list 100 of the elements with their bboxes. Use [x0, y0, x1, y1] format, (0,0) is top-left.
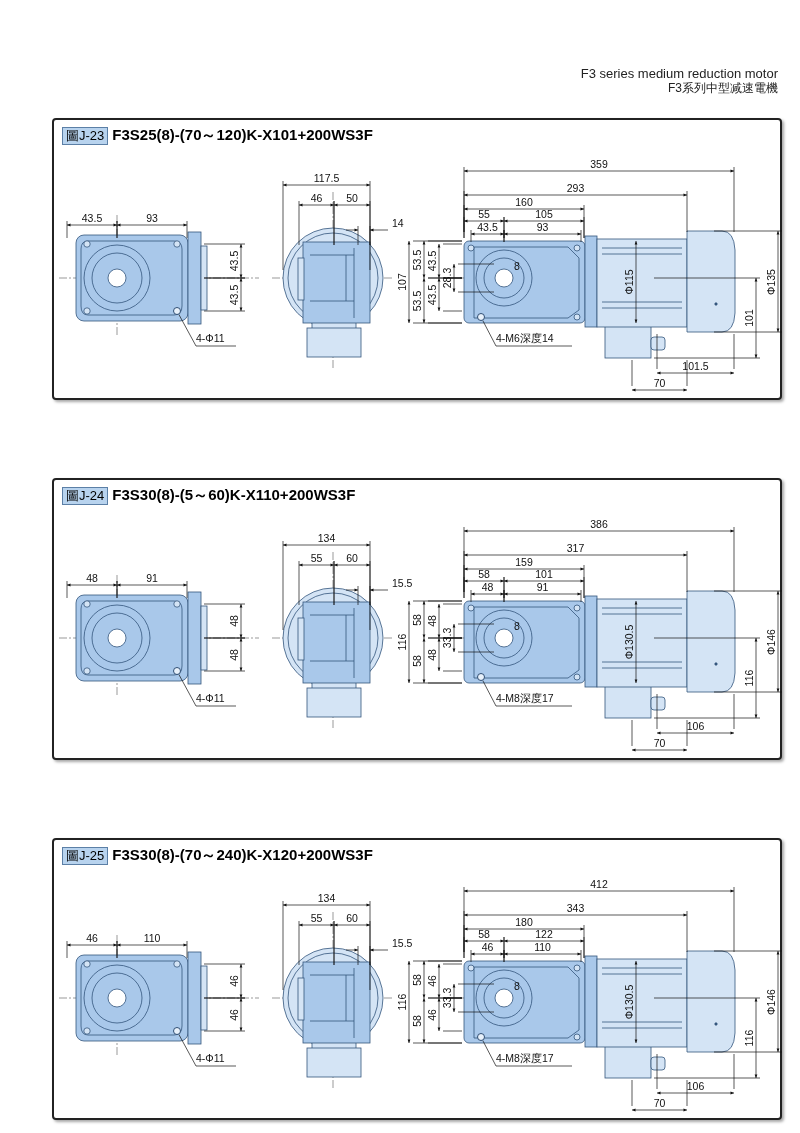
dimension-label: 48 — [228, 615, 240, 627]
dimension-label: 15.5 — [392, 937, 413, 949]
dimension-label: 293 — [566, 182, 585, 194]
dimension-label: 58 — [411, 1014, 423, 1027]
dimension-label: 58 — [478, 568, 490, 580]
dimension-label: 101 — [535, 568, 553, 580]
dimension-label: 117.5 — [313, 172, 340, 184]
dimension-label: 28.3 — [441, 267, 453, 289]
dimension-label: 116 — [743, 1029, 755, 1047]
dimension-label: 159 — [515, 556, 533, 568]
dimension-label: 43.5 — [426, 250, 438, 272]
dimension-label: 412 — [590, 878, 608, 890]
dimension-label: 58 — [411, 654, 423, 667]
dimension-label: 110 — [143, 932, 161, 944]
dimension-label: 46 — [481, 941, 494, 953]
dimension-label: 101 — [743, 309, 755, 327]
callout-label: 4-Φ11 — [196, 1052, 225, 1065]
dimension-label: 48 — [426, 615, 438, 627]
dimension-label: 15.5 — [392, 577, 413, 589]
dimension-label: 60 — [346, 552, 358, 564]
dimension-label: 160 — [515, 196, 533, 208]
figure-number: 圖J-25 — [62, 846, 109, 865]
dimension-label: 134 — [317, 892, 336, 904]
callout-label: 4-Φ11 — [196, 692, 225, 705]
dimension-label: 134 — [317, 532, 336, 544]
dimension-label: 46 — [426, 975, 438, 987]
model-title: F3S25(8)-(70～120)K-X101+200WS3F — [112, 126, 373, 145]
dimension-label: 8 — [514, 620, 520, 632]
dimension-label: 43.5 — [228, 284, 240, 305]
dimension-label: 50 — [346, 192, 358, 204]
dimension-label: 70 — [653, 377, 666, 389]
callout-label: 4-M6深度14 — [496, 332, 554, 345]
header-text: F3系列中型减速電機 — [667, 81, 778, 96]
mounting-hole — [477, 313, 485, 321]
header-text: F3 series medium reduction motor — [580, 66, 778, 81]
dimension-label: 122 — [535, 928, 553, 940]
mounting-hole — [173, 667, 181, 675]
model-title: F3S30(8)-(5～60)K-X110+200WS3F — [112, 486, 356, 505]
dimension-label: Φ146 — [765, 988, 777, 1015]
dimension-label: 106 — [686, 720, 705, 732]
dimension-label: 55 — [478, 208, 490, 220]
dimension-label: 107 — [396, 273, 408, 291]
dimension-label: 93 — [536, 221, 549, 233]
mounting-hole — [477, 1033, 485, 1041]
dimension-label: 105 — [535, 208, 553, 220]
leader-line — [482, 1040, 573, 1067]
drawing-panel — [52, 478, 782, 760]
mounting-hole — [173, 1027, 181, 1035]
mounting-hole — [477, 673, 485, 681]
dimension-label: Φ115 — [623, 269, 635, 295]
dimension-label: 14 — [392, 217, 404, 229]
callout-label: 4-Φ11 — [196, 332, 225, 345]
figure-number: 圖J-23 — [62, 126, 109, 145]
dimension-label: 46 — [228, 1008, 240, 1021]
drawing-panel — [52, 118, 782, 400]
dimension-label: Φ135 — [765, 268, 777, 295]
dimension-label: 116 — [743, 669, 755, 687]
dimension-label: 43.5 — [477, 221, 498, 233]
dimension-label: 180 — [515, 916, 533, 928]
dimension-label: 46 — [228, 975, 240, 987]
drawing-panel — [52, 838, 782, 1120]
dimension-label: 110 — [534, 941, 551, 953]
dimension-label: 46 — [86, 932, 98, 944]
dimension-label: 116 — [396, 993, 408, 1011]
dimension-label: 55 — [310, 912, 323, 924]
dimension-label: 48 — [86, 572, 98, 584]
dimension-label: 43.5 — [81, 212, 103, 224]
dimension-label: 93 — [146, 212, 158, 224]
dimension-label: 91 — [146, 572, 158, 584]
dimension-label: Φ130.5 — [623, 984, 635, 1020]
dimension-label: 43.5 — [228, 250, 240, 272]
dimension-label: 46 — [310, 192, 323, 204]
dimension-label: 8 — [514, 980, 520, 992]
callout-label: 4-M8深度17 — [496, 1052, 554, 1065]
dimension-label: 91 — [536, 581, 549, 593]
dimension-label: 386 — [590, 518, 608, 530]
mounting-hole — [173, 307, 181, 315]
dimension-label: 106 — [686, 1080, 705, 1092]
dimension-label: 343 — [566, 902, 585, 914]
dimension-label: 58 — [478, 928, 490, 940]
dimension-label: 46 — [426, 1008, 438, 1021]
dimension-label: 359 — [590, 158, 608, 170]
dimension-label: 70 — [653, 1097, 666, 1109]
dimension-label: 58 — [411, 613, 423, 626]
leader-line — [482, 680, 573, 707]
dimension-label: 53.5 — [411, 249, 423, 270]
dimension-label: 48 — [481, 581, 494, 593]
dimension-label: 60 — [346, 912, 358, 924]
dimension-label: 58 — [411, 973, 423, 986]
dimension-label: 116 — [396, 633, 408, 651]
dimension-label: Φ130.5 — [623, 624, 635, 660]
dimension-label: 8 — [514, 260, 520, 272]
dimension-label: 55 — [310, 552, 323, 564]
figure-number: 圖J-24 — [62, 486, 109, 505]
model-title: F3S30(8)-(70～240)K-X120+200WS3F — [112, 846, 373, 865]
dimension-label: 70 — [653, 737, 666, 749]
dimension-label: 48 — [426, 648, 438, 661]
dimension-label: 53.5 — [411, 290, 423, 311]
dimension-label: 317 — [566, 542, 585, 554]
leader-line — [482, 320, 573, 347]
